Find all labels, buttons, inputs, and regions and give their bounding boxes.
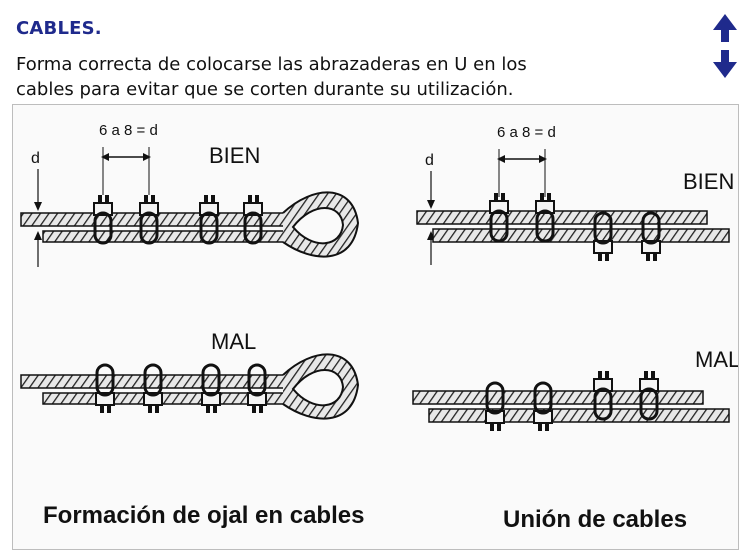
dead-end-cable [42,230,292,243]
left-caption: Formación de ojal en cables [43,502,364,529]
arrow-up-icon[interactable] [713,14,737,42]
cable-a [416,210,708,225]
right-bad-diagram: MAL [412,347,740,433]
left-good-label: BIEN [209,143,260,168]
cable-b-bad [428,408,730,423]
right-dimension-label: d [425,152,434,169]
left-bad-diagram: MAL [20,329,360,420]
cable-a-bad [412,390,704,405]
page-title: CABLES. [16,18,102,39]
right-bad-label: MAL [695,347,738,372]
left-bad-label: MAL [211,329,256,354]
right-good-label: BIEN [683,169,734,194]
right-caption: Unión de cables [503,506,687,533]
page-subtitle: Forma correcta de colocarse las abrazade… [16,54,527,100]
left-good-diagram: 6 a 8 = d d BIEN [20,122,360,267]
diagram-svg: 6 a 8 = d d BIEN MAL [20,122,740,533]
right-spacing-label: 6 a 8 = d [497,124,556,141]
right-good-diagram: 6 a 8 = d d BIEN [416,124,734,265]
cable-clamp-diagram: 6 a 8 = d d BIEN MAL [12,104,740,550]
cable-b [432,228,730,243]
arrow-down-icon[interactable] [713,50,737,78]
page-navigation [707,12,743,82]
left-spacing-label: 6 a 8 = d [99,122,158,139]
left-dimension-label: d [31,150,40,167]
